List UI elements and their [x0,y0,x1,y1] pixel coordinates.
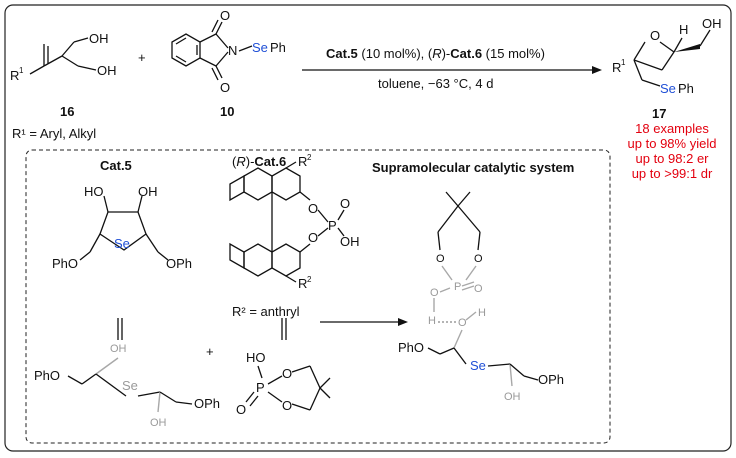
o-label: O [474,253,483,265]
plus-sign: + [138,50,146,65]
o-label: O [220,8,230,23]
ho-label: HO [84,184,104,199]
r1-label: R [10,68,19,83]
cat5-perspective: PhO OH Se OH OPh [34,343,220,429]
cat5-label: Cat.5 [100,158,132,173]
r1-superscript: 1 [621,58,626,67]
o-label: O [308,201,318,216]
r2-label: R [298,276,307,291]
compound-10: O O N Se Ph 10 [171,8,286,119]
product-17: O H OH R 1 Se Ph 17 [612,16,722,121]
conditions-line-1: Cat.5 (10 mol%), (R)-Cat.6 (15 mol%) [326,46,545,61]
cat5-structure: Se HO OH PhO OPh [52,184,192,271]
se-label: Se [122,378,138,393]
se-label: Se [660,81,676,96]
result-yield: up to 98% yield [628,136,717,151]
compound-16-label: 16 [60,104,74,119]
p-label: P [328,218,337,233]
r1-label: R [612,60,621,75]
o-label: O [436,253,445,265]
result-examples: 18 examples [635,121,709,136]
se-label: Se [252,40,268,55]
o-label: O [308,230,318,245]
o-label: O [458,317,467,329]
ho-label: HO [246,350,266,365]
compound-16: OH OH R 1 16 [10,31,117,119]
n-label: N [228,43,237,58]
plus-sign: + [206,344,214,359]
supramolecular-box [25,149,611,444]
o-label: O [220,80,230,95]
se-label: Se [470,358,486,373]
pho-label: PhO [398,340,424,355]
result-dr: up to >99:1 dr [632,166,713,181]
cat6-label: (R)-Cat.6 [232,154,286,169]
h-label: H [428,315,436,327]
system-title: Supramolecular catalytic system [372,160,574,175]
h-label: H [679,22,688,37]
r2-superscript: 2 [307,275,312,284]
o-label: O [282,366,292,381]
cat6-structure: R 2 O O R 2 P O OH [229,153,360,291]
r2-superscript: 2 [307,153,312,162]
oh-label: OH [138,184,158,199]
r1-superscript: 1 [19,66,24,75]
conditions-line-2: toluene, −63 °C, 4 d [378,76,493,91]
compound-10-label: 10 [220,104,234,119]
oh-label: OH [340,234,360,249]
oh-label: OH [150,417,167,429]
oh-label: OH [504,391,521,403]
outer-frame [4,4,732,452]
oph-label: OPh [538,372,564,387]
phosphate-simplified: HO P O O O [236,350,331,417]
supramolecular-assembly: O O P O O H O H PhO Se OH OPh [398,191,564,403]
o-label: O [340,196,350,211]
oph-label: OPh [194,396,220,411]
h-label: H [478,307,486,319]
r2-label: R [298,154,307,169]
o-label: O [430,287,439,299]
p-label: P [454,281,461,293]
result-er: up to 98:2 er [636,151,710,166]
oh-label: OH [110,343,127,355]
p-label: P [256,380,265,395]
oph-label: OPh [166,256,192,271]
pho-label: PhO [34,368,60,383]
o-label: O [474,283,483,295]
oh-label: OH [89,31,109,46]
r2-definition: R² = anthryl [232,304,300,319]
o-label: O [236,402,246,417]
ph-label: Ph [270,40,286,55]
oh-label: OH [97,63,117,78]
oh-label: OH [702,16,722,31]
se-label: Se [114,236,130,251]
reaction-arrow [302,66,602,74]
pho-label: PhO [52,256,78,271]
o-label: O [282,398,292,413]
product-17-label: 17 [652,106,666,121]
o-label: O [650,28,660,43]
r-group-definition: R¹ = Aryl, Alkyl [12,126,96,141]
ph-label: Ph [678,81,694,96]
